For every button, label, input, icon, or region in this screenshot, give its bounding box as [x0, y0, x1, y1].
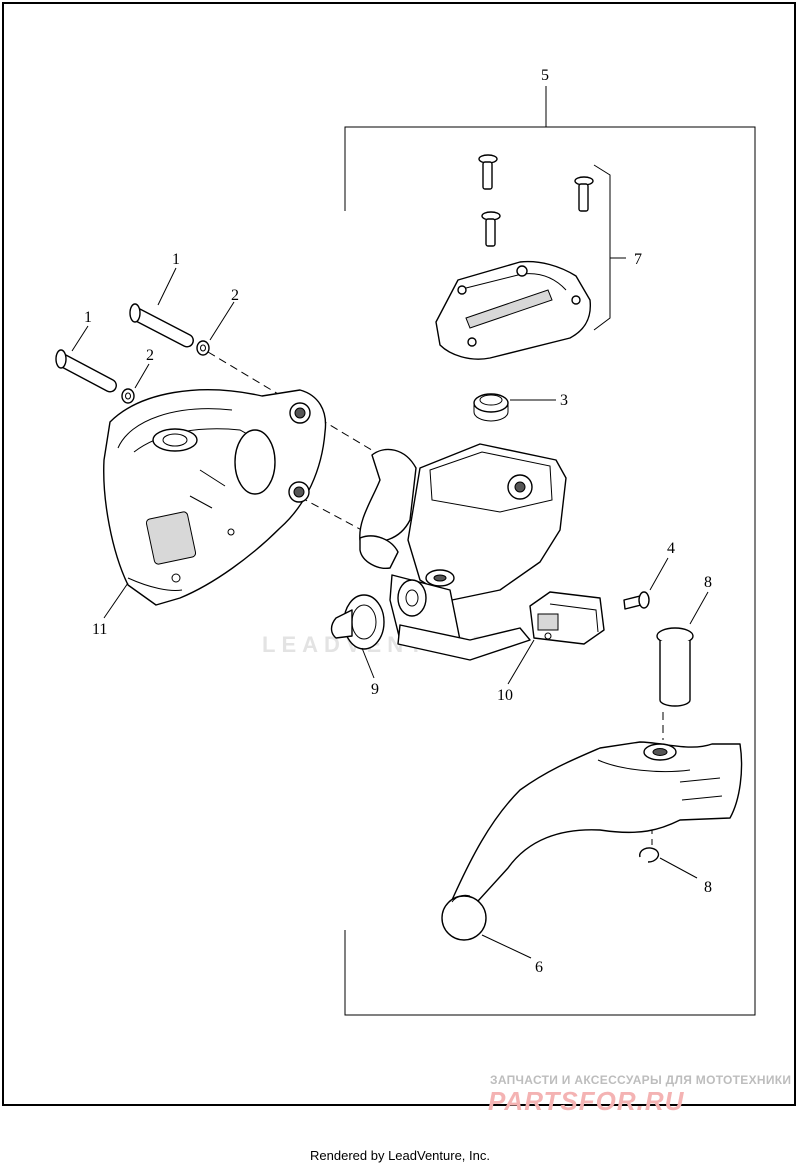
washer-2-lower	[121, 388, 135, 404]
boot-9	[330, 594, 385, 650]
cover-screw-7-c	[481, 211, 501, 247]
callout-1-lower: 1	[84, 309, 92, 326]
callout-4: 4	[667, 540, 675, 557]
stamp-tagline: ЗАПЧАСТИ И АКСЕССУАРЫ ДЛЯ МОТОТЕХНИКИ	[490, 1073, 792, 1087]
switch-10	[529, 591, 605, 645]
callout-2-upper: 2	[231, 287, 239, 304]
diagram-frame	[2, 2, 796, 1106]
screw-bracket-7	[593, 164, 626, 331]
callout-7: 7	[634, 251, 642, 268]
pivot-pin-1-upper	[129, 303, 194, 348]
callout-8-pin: 8	[704, 574, 712, 591]
callout-2-lower: 2	[146, 347, 154, 364]
callout-1-upper: 1	[172, 251, 180, 268]
lever-pivot-pin-8	[656, 627, 694, 740]
footer-credit: Rendered by LeadVenture, Inc.	[310, 1148, 490, 1163]
pivot-pin-1-lower	[55, 349, 117, 393]
callout-5: 5	[541, 67, 549, 84]
callout-10: 10	[497, 687, 513, 704]
cover-screw-7-a	[478, 154, 498, 190]
cover-screw-7-b	[574, 176, 594, 212]
stamp-logo-text: PARTSFOR.RU	[488, 1086, 685, 1116]
callout-6: 6	[535, 959, 543, 976]
retaining-clip-8	[639, 826, 660, 863]
callout-3: 3	[560, 392, 568, 409]
brake-lever-6	[441, 741, 743, 941]
diaphragm-3	[473, 393, 509, 422]
reservoir-cover-7	[435, 260, 592, 360]
leader-lines	[71, 267, 709, 959]
callout-9: 9	[371, 681, 379, 698]
callout-labels: 5 7 1 2 1 2 3 4 8 8 6 9 10 11	[84, 67, 712, 976]
switch-housing-11	[103, 389, 327, 606]
callout-11: 11	[92, 621, 107, 638]
washer-2-upper	[196, 340, 210, 356]
assembly-bracket-5	[344, 86, 756, 1016]
screw-4	[623, 591, 650, 610]
master-cylinder-body	[359, 443, 567, 661]
callout-8-clip: 8	[704, 879, 712, 896]
